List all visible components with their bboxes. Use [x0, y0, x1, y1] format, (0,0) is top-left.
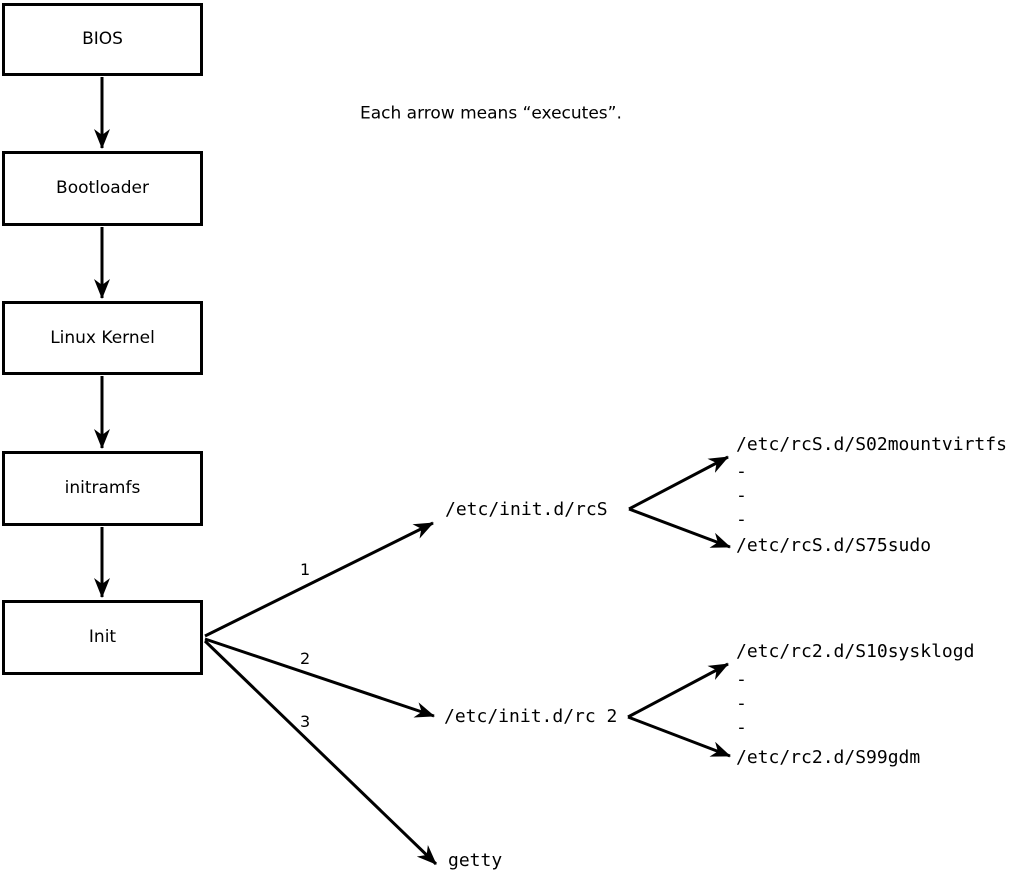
node-linux-kernel: Linux Kernel: [2, 301, 203, 375]
node-getty: getty: [448, 850, 503, 871]
arrow-order-3: 3: [300, 712, 311, 731]
node-initramfs: initramfs: [2, 451, 203, 526]
arrow-init-to-rcS: [204, 521, 434, 638]
arrow-order-2: 2: [300, 649, 311, 668]
node-bios: BIOS: [2, 3, 203, 76]
rcS-ellipsis-dash-2: -: [736, 485, 747, 506]
diagram-note: Each arrow means “executes”.: [360, 103, 622, 124]
node-rcS-last-script: /etc/rcS.d/S75sudo: [736, 535, 932, 556]
arrow-rcS-to-last-script: [628, 507, 731, 549]
arrow-rc2-to-last-script: [627, 715, 731, 758]
arrow-rcS-to-first-script: [628, 455, 729, 511]
rcS-ellipsis-dash-1: -: [736, 461, 747, 482]
arrow-rc2-to-first-script: [627, 662, 729, 719]
node-rcS-first-script: /etc/rcS.d/S02mountvirtfs: [736, 434, 1007, 455]
rc2-ellipsis-dash-3: -: [736, 717, 747, 738]
node-bootloader: Bootloader: [2, 151, 203, 226]
node-rc2-last-script: /etc/rc2.d/S99gdm: [736, 747, 921, 768]
arrow-init-to-rc2: [204, 637, 435, 718]
node-init: Init: [2, 600, 203, 675]
arrow-order-1: 1: [300, 560, 311, 579]
arrow-init-to-getty: [203, 639, 438, 866]
node-rcS: /etc/init.d/rcS: [445, 499, 608, 520]
rc2-ellipsis-dash-1: -: [736, 669, 747, 690]
node-rc2: /etc/init.d/rc 2: [444, 706, 618, 727]
rcS-ellipsis-dash-3: -: [736, 509, 747, 530]
node-rc2-first-script: /etc/rc2.d/S10sysklogd: [736, 641, 975, 662]
rc2-ellipsis-dash-2: -: [736, 693, 747, 714]
